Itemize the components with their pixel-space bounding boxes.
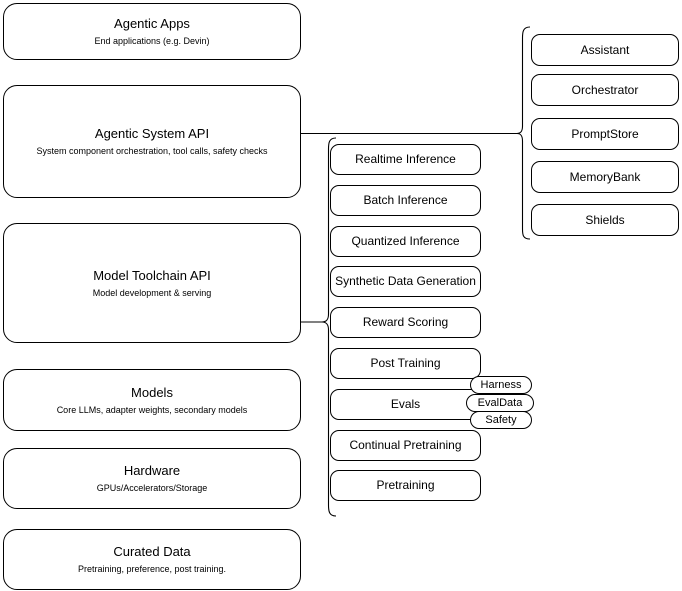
component-label: Post Training xyxy=(370,356,441,370)
component-label: Assistant xyxy=(580,42,630,57)
layer-subtitle: Pretraining, preference, post training. xyxy=(77,564,227,574)
brace-agentic-system-components xyxy=(516,26,531,240)
layer-title: Model Toolchain API xyxy=(93,267,211,283)
component-label: Quantized Inference xyxy=(351,234,460,248)
layer-title: Curated Data xyxy=(113,544,191,559)
layer-title: Agentic System API xyxy=(94,126,210,141)
evals-sub-safety[interactable]: Safety xyxy=(470,411,532,429)
component-orchestrator[interactable]: Orchestrator xyxy=(531,74,679,106)
component-label: Shields xyxy=(585,212,625,227)
layer-subtitle: System component orchestration, tool cal… xyxy=(36,146,268,156)
component-label: Realtime Inference xyxy=(355,152,456,166)
component-reward-scoring[interactable]: Reward Scoring xyxy=(330,307,481,338)
component-label: Orchestrator xyxy=(571,82,639,97)
evals-sub-label: Safety xyxy=(485,413,517,426)
component-label: Batch Inference xyxy=(363,193,448,207)
layer-agentic-apps[interactable]: Agentic Apps End applications (e.g. Devi… xyxy=(3,3,301,60)
component-realtime-inference[interactable]: Realtime Inference xyxy=(330,144,481,175)
layer-title: Agentic Apps xyxy=(114,16,190,31)
evals-sub-harness[interactable]: Harness xyxy=(470,376,532,394)
evals-sub-evaldata[interactable]: EvalData xyxy=(466,394,534,412)
layer-subtitle: GPUs/Accelerators/Storage xyxy=(96,483,208,493)
component-evals[interactable]: Evals xyxy=(330,389,481,420)
component-promptstore[interactable]: PromptStore xyxy=(531,118,679,150)
layer-hardware[interactable]: Hardware GPUs/Accelerators/Storage xyxy=(3,448,301,509)
component-continual-pretraining[interactable]: Continual Pretraining xyxy=(330,430,481,461)
component-memorybank[interactable]: MemoryBank xyxy=(531,161,679,193)
evals-sub-label: EvalData xyxy=(477,396,523,409)
layer-curated-data[interactable]: Curated Data Pretraining, preference, po… xyxy=(3,529,301,590)
layer-model-toolchain-api[interactable]: Model Toolchain API Model development & … xyxy=(3,223,301,343)
layer-subtitle: End applications (e.g. Devin) xyxy=(94,36,210,46)
component-label: Continual Pretraining xyxy=(349,438,462,452)
component-label: PromptStore xyxy=(571,126,639,141)
layer-title: Hardware xyxy=(123,463,181,478)
layer-agentic-system-api[interactable]: Agentic System API System component orch… xyxy=(3,85,301,198)
component-post-training[interactable]: Post Training xyxy=(330,348,481,379)
layer-subtitle: Model development & serving xyxy=(92,287,212,298)
component-label: Evals xyxy=(390,397,421,411)
component-synthetic-data-generation[interactable]: Synthetic Data Generation xyxy=(330,266,481,297)
component-label: Reward Scoring xyxy=(362,315,449,329)
layer-title: Models xyxy=(131,384,173,400)
component-label: Pretraining xyxy=(376,478,435,492)
layer-subtitle: Core LLMs, adapter weights, secondary mo… xyxy=(56,404,248,415)
component-label: Synthetic Data Generation xyxy=(335,274,476,288)
component-label: MemoryBank xyxy=(569,169,641,184)
component-assistant[interactable]: Assistant xyxy=(531,34,679,66)
evals-sub-label: Harness xyxy=(480,378,522,391)
layer-models[interactable]: Models Core LLMs, adapter weights, secon… xyxy=(3,369,301,431)
component-pretraining[interactable]: Pretraining xyxy=(330,470,481,501)
component-quantized-inference[interactable]: Quantized Inference xyxy=(330,226,481,257)
component-batch-inference[interactable]: Batch Inference xyxy=(330,185,481,216)
component-shields[interactable]: Shields xyxy=(531,204,679,236)
